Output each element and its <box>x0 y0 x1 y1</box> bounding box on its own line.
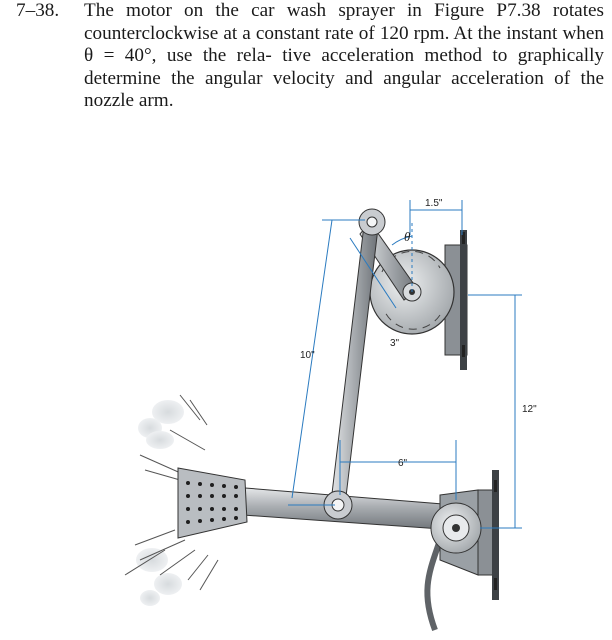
rod-crank-joint <box>358 208 386 236</box>
problem-text: The motor on the car wash sprayer in Fig… <box>84 0 604 113</box>
problem-statement: 7–38. The motor on the car wash sprayer … <box>16 0 604 113</box>
dimension-label-6in: 6" <box>398 458 408 469</box>
problem-line-2: rotates counterclockwise at a constant r… <box>84 0 605 44</box>
upper-mount-bracket <box>444 230 468 370</box>
problem-line-1: The motor on the car wash sprayer in Fig… <box>84 0 541 21</box>
lower-mount-bracket <box>477 470 499 600</box>
problem-number: 7–38. <box>16 0 60 21</box>
connecting-rod <box>330 224 379 506</box>
car-wash-sprayer-figure: 1.5" 10" 3" 12" 6" θ <box>124 198 537 632</box>
spray-nozzle <box>177 467 248 539</box>
hose <box>424 539 443 632</box>
problem-line-5: the angular velocity and angular acceler… <box>171 67 604 89</box>
dimension-label-12in: 12" <box>522 404 537 415</box>
problem-line-6: nozzle arm. <box>84 90 174 112</box>
dimension-label-3in: 3" <box>390 338 400 349</box>
angle-theta-label: θ <box>404 229 411 244</box>
nozzle-arm <box>242 487 456 531</box>
dimension-lines <box>288 200 522 529</box>
dimension-label-10in: 10" <box>300 350 315 361</box>
problem-line-4: tive acceleration method to graphically … <box>84 45 604 89</box>
water-spray <box>124 394 219 606</box>
nozzle-arm-pivot <box>430 489 482 576</box>
dimension-label-1-5in: 1.5" <box>425 198 443 209</box>
problem-line-3: 120 rpm. At the instant when θ = 40°, us… <box>84 22 605 67</box>
